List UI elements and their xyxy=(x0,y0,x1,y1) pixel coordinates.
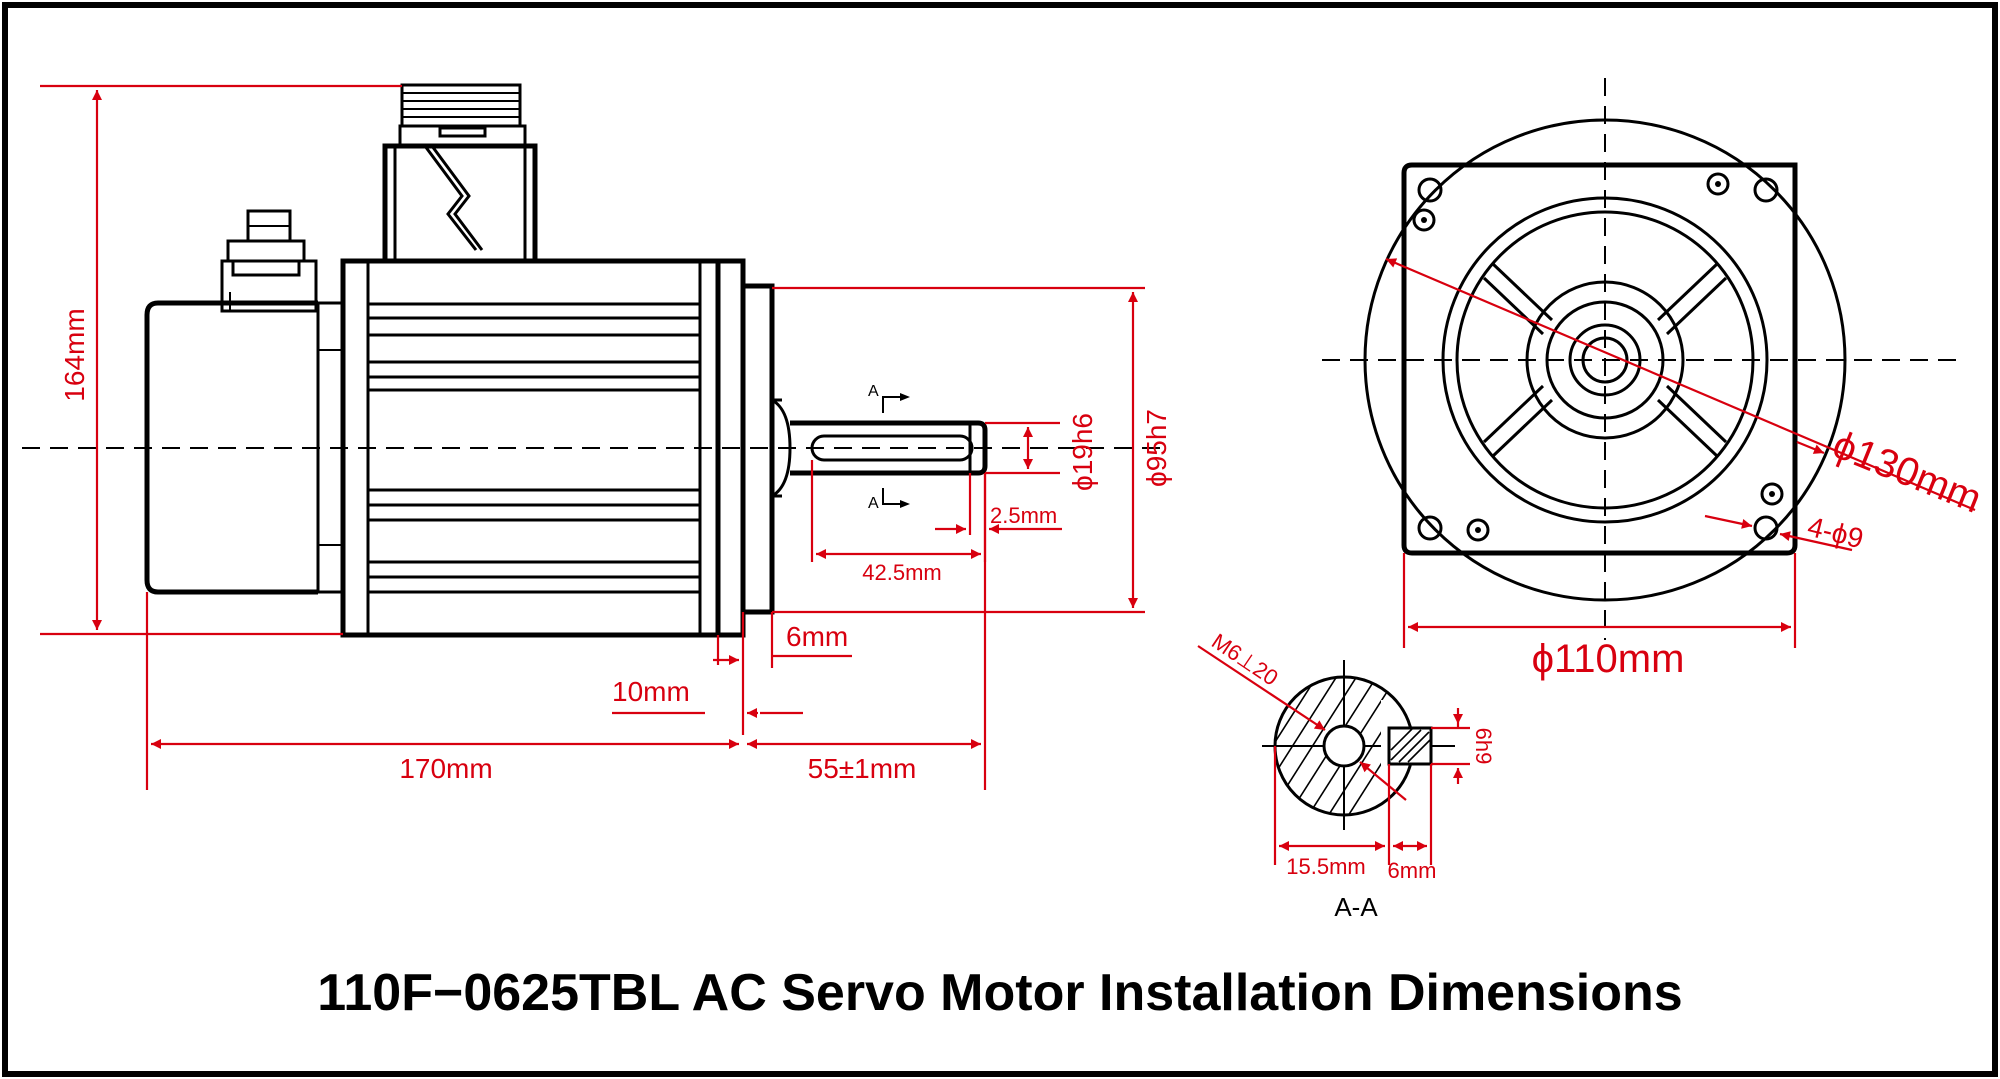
power-connector xyxy=(382,83,538,264)
dim-pilot-dia: ϕ95h7 xyxy=(1141,409,1172,487)
section-a-a: M6⊥20 6h9 15.5mm 6mm A-A xyxy=(1197,628,1496,922)
section-label: A-A xyxy=(1334,892,1378,922)
dim-key-width: 6h9 xyxy=(1471,728,1496,765)
dim-key-offset: 2.5mm xyxy=(990,503,1057,528)
dim-holes: 4-ϕ9 xyxy=(1805,511,1867,555)
motor-body xyxy=(340,258,792,638)
rear-cover xyxy=(144,300,318,595)
section-mark-bottom: A xyxy=(868,495,879,512)
dim-height-164: 164mm xyxy=(59,308,90,401)
dim-shaft-length: 55±1mm xyxy=(808,753,917,784)
mounting-holes xyxy=(1412,172,1784,542)
shaft xyxy=(790,420,988,476)
encoder-connector xyxy=(220,209,318,313)
dim-flange-thickness: 10mm xyxy=(612,676,690,707)
dim-key-depth: 15.5mm xyxy=(1286,854,1365,879)
dim-pilot-length: 6mm xyxy=(786,621,848,652)
dim-flange-size: ϕ110mm xyxy=(1532,637,1685,681)
front-flange xyxy=(1401,162,1798,556)
dim-key-6mm: 6mm xyxy=(1388,858,1437,883)
dim-shaft-dia: ϕ19h6 xyxy=(1067,413,1098,491)
drawing-title: 110F−0625TBL AC Servo Motor Installation… xyxy=(317,964,1682,1022)
dim-body-length: 170mm xyxy=(399,753,492,784)
section-mark-top: A xyxy=(868,383,879,400)
dim-pcd: ϕ130mm xyxy=(1827,423,1988,522)
dim-key-length: 42.5mm xyxy=(862,560,941,585)
front-view: ϕ130mm 4-ϕ9 ϕ110mm xyxy=(1322,78,1988,681)
side-view: A A 164mm ϕ95h7 ϕ19h6 2.5mm 42.5mm xyxy=(22,83,1172,790)
